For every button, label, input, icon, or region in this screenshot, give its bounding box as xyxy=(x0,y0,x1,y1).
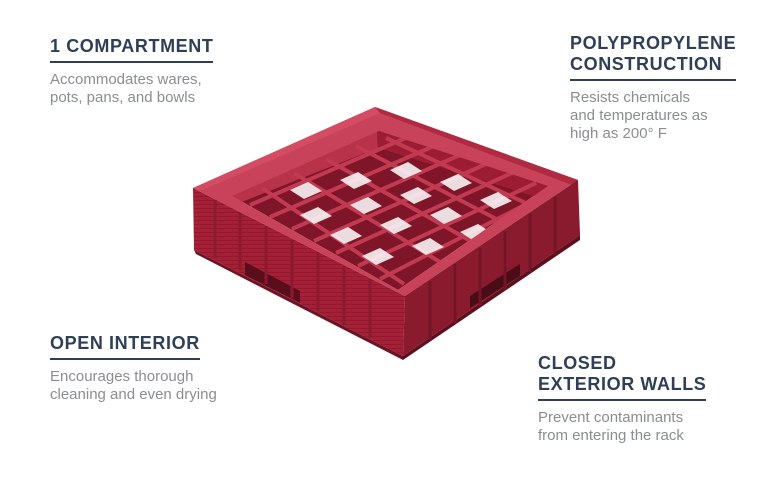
feature-interior: OPEN INTERIOR Encourages thorough cleani… xyxy=(50,333,217,404)
desc-line: pots, pans, and bowls xyxy=(50,89,196,106)
title-line: 1 COMPARTMENT xyxy=(50,36,214,56)
desc-line: and temperatures as xyxy=(570,107,708,124)
desc-line: high as 200° F xyxy=(570,125,667,142)
feature-construction: POLYPROPYLENE CONSTRUCTION Resists chemi… xyxy=(570,33,737,143)
feature-description: Prevent contaminants from entering the r… xyxy=(538,409,706,445)
feature-title: POLYPROPYLENE CONSTRUCTION xyxy=(570,33,737,81)
title-line: CLOSED xyxy=(538,353,617,373)
feature-compartment: 1 COMPARTMENT Accommodates wares, pots, … xyxy=(50,36,214,107)
desc-line: from entering the rack xyxy=(538,427,684,444)
feature-title: CLOSED EXTERIOR WALLS xyxy=(538,353,707,401)
title-line: EXTERIOR WALLS xyxy=(538,374,707,394)
feature-description: Accommodates wares, pots, pans, and bowl… xyxy=(50,71,213,107)
desc-line: Prevent contaminants xyxy=(538,409,684,426)
rack-body xyxy=(193,107,580,360)
feature-walls: CLOSED EXTERIOR WALLS Prevent contaminan… xyxy=(538,353,707,445)
feature-title: 1 COMPARTMENT xyxy=(50,36,214,63)
feature-description: Resists chemicals and temperatures as hi… xyxy=(570,89,736,143)
title-line: CONSTRUCTION xyxy=(570,54,723,74)
feature-description: Encourages thorough cleaning and even dr… xyxy=(50,368,217,404)
desc-line: Resists chemicals xyxy=(570,89,691,106)
desc-line: cleaning and even drying xyxy=(50,386,217,403)
rack-grid xyxy=(249,135,547,286)
feature-title: OPEN INTERIOR xyxy=(50,333,200,360)
title-line: POLYPROPYLENE xyxy=(570,33,737,53)
title-line: OPEN INTERIOR xyxy=(50,333,200,353)
desc-line: Encourages thorough xyxy=(50,368,194,385)
desc-line: Accommodates wares, xyxy=(50,71,202,88)
